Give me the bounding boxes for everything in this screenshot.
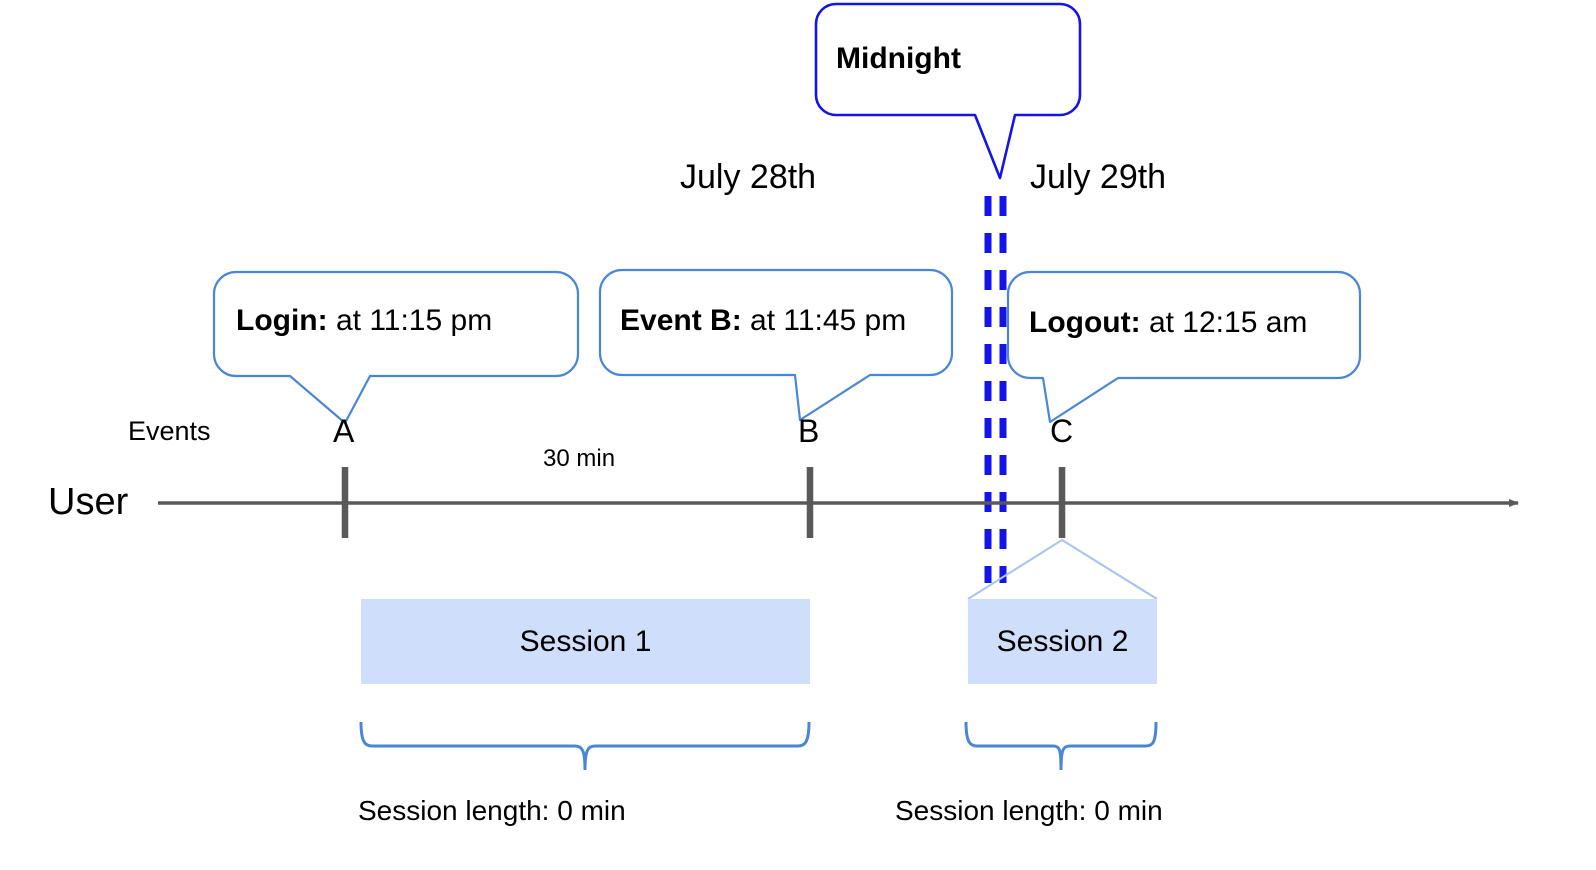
tick-label-c: C	[1050, 413, 1074, 449]
session-bar-1-label: Session 1	[519, 624, 652, 658]
midnight-callout-shape	[814, 2, 1082, 180]
logout-callout-detail: at 12:15 am	[1140, 306, 1308, 339]
tick-label-b: B	[798, 413, 820, 449]
logout-callout-shape	[1006, 270, 1362, 424]
axis-row-label-user: User	[48, 481, 129, 523]
login-callout-shape	[212, 270, 580, 425]
midnight-divider-lines	[984, 196, 1007, 583]
event-b-callout-shape	[598, 268, 954, 422]
session-bar-2-label: Session 2	[996, 624, 1129, 658]
logout-callout-label: Logout: at 12:15 am	[1029, 308, 1307, 338]
session2-brace	[964, 721, 1158, 771]
axis-events-label: Events	[128, 416, 211, 446]
session2-connector	[967, 538, 1158, 600]
session-1-length-label: Session length: 0 min	[358, 795, 626, 826]
midnight-callout-label: Midnight	[836, 42, 961, 75]
logout-callout-name: Logout:	[1029, 306, 1141, 339]
login-callout-label: Login: at 11:15 pm	[236, 306, 492, 336]
event-b-callout-detail: at 11:45 pm	[741, 304, 907, 337]
date-label-july-29: July 29th	[1030, 158, 1167, 196]
session-bar-1: Session 1	[361, 599, 810, 684]
date-label-july-28: July 28th	[680, 158, 817, 196]
gap-duration-label: 30 min	[543, 445, 616, 472]
session-bar-2: Session 2	[968, 599, 1157, 684]
event-b-callout-name: Event B:	[620, 304, 742, 337]
session-2-length-label: Session length: 0 min	[895, 795, 1163, 826]
timeline-axis	[158, 467, 1519, 538]
tick-label-a: A	[333, 413, 355, 449]
session1-brace	[359, 721, 811, 771]
login-callout-name: Login:	[236, 304, 328, 337]
login-callout-detail: at 11:15 pm	[327, 304, 493, 337]
event-b-callout-label: Event B: at 11:45 pm	[620, 306, 906, 336]
